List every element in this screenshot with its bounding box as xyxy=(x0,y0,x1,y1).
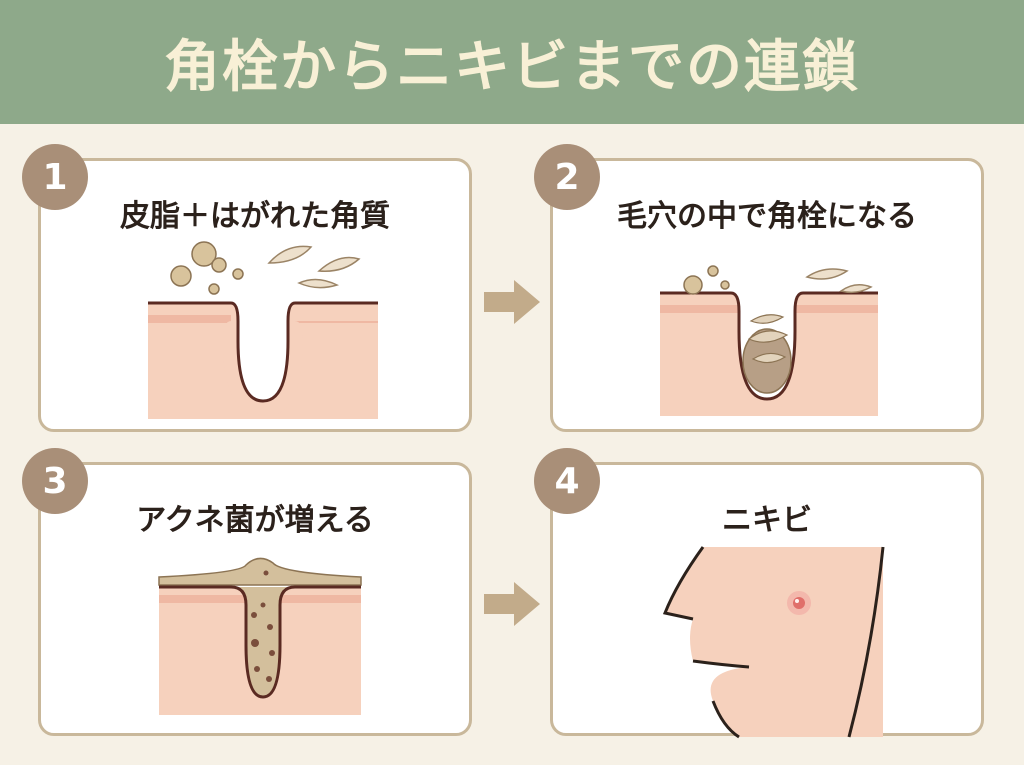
step-4-badge: 4 xyxy=(534,448,600,514)
step-card-1: 皮脂＋はがれた角質 xyxy=(38,158,472,432)
step-1-title: 皮脂＋はがれた角質 xyxy=(120,199,390,234)
face-acne-illustration xyxy=(662,546,885,739)
step-card-2: 毛穴の中で角栓になる xyxy=(550,158,984,432)
step-card-4: ニキビ xyxy=(550,462,984,739)
arrow-right-icon xyxy=(484,280,540,324)
step-2-badge: 2 xyxy=(534,144,600,210)
step-1-badge: 1 xyxy=(22,144,88,210)
bacteria-pore-illustration xyxy=(158,557,362,715)
sebum-pore-illustration xyxy=(148,241,378,419)
page-title: 角栓からニキビまでの連鎖 xyxy=(164,33,860,100)
clogged-pore-illustration xyxy=(660,265,878,416)
step-card-3: アクネ菌が増える xyxy=(38,462,472,736)
step-4-title: ニキビ xyxy=(722,503,812,538)
step-3-title: アクネ菌が増える xyxy=(136,503,374,538)
step-3-badge: 3 xyxy=(22,448,88,514)
step-2-title: 毛穴の中で角栓になる xyxy=(617,199,917,234)
arrow-right-icon xyxy=(484,582,540,626)
header-banner: 角栓からニキビまでの連鎖 xyxy=(0,0,1024,124)
